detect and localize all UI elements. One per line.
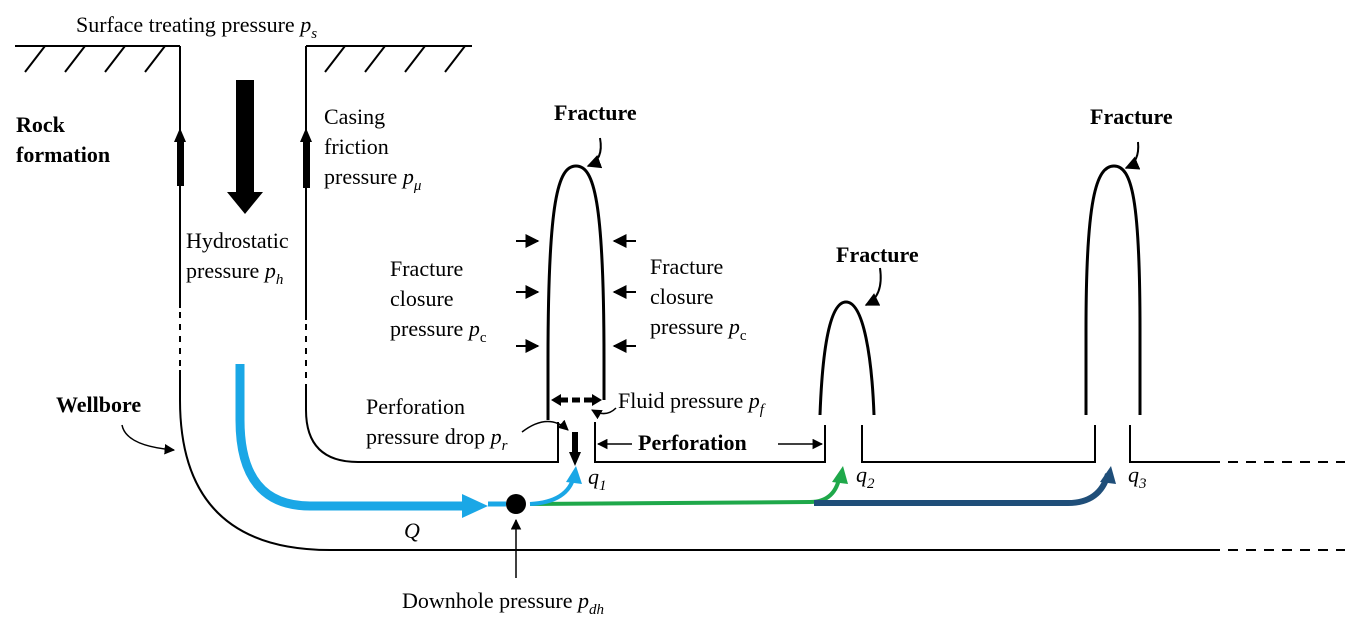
hydrostatic-label-line1: Hydrostatic (186, 228, 289, 253)
q3-arrowhead (1100, 466, 1116, 484)
perforation-label: Perforation (638, 430, 747, 455)
fracture-2-outline (818, 300, 876, 416)
closure-right-label-line3: pressure pc (650, 314, 747, 344)
wellbore-label: Wellbore (56, 392, 141, 417)
closure-left-label-line2: closure (390, 286, 454, 311)
q2-arrowhead (832, 466, 848, 484)
fracture-2-label: Fracture (836, 242, 919, 267)
fracture-1-label: Fracture (554, 100, 637, 125)
callout-pointers (121, 407, 824, 578)
perforation-drop-label-line2: pressure drop pr (366, 424, 508, 454)
closure-right-label-line2: closure (650, 284, 714, 309)
fluid-pressure-arrows (551, 394, 602, 406)
casing-friction-label-line2: friction (324, 134, 389, 159)
hydrostatic-label-line2: pressure ph (186, 258, 283, 288)
casing-friction-label-line3: pressure pμ (324, 164, 422, 194)
casing-friction-label-line1: Casing (324, 104, 385, 129)
downhole-node (506, 494, 526, 514)
rock-formation-label-line1: Rock (16, 112, 66, 137)
rock-formation-label-line2: formation (16, 142, 110, 167)
closure-right-label-line1: Fracture (650, 254, 723, 279)
total-flow-arrowhead (462, 494, 488, 518)
fluid-pressure-label: Fluid pressure pf (618, 388, 766, 418)
flow-arrowheads (566, 466, 1116, 484)
closure-left-label-line3: pressure pc (390, 316, 487, 346)
total-flow-path (235, 364, 462, 511)
ground-surface (15, 45, 472, 73)
closure-arrows (516, 234, 636, 353)
fracture-3-label: Fracture (1090, 104, 1173, 129)
pressure-arrows (174, 80, 581, 466)
downhole-pressure-label: Downhole pressure pdh (402, 588, 604, 618)
fracture-pointers (586, 137, 1141, 306)
closure-left-label-line1: Fracture (390, 256, 463, 281)
fracture-1-outline (546, 164, 606, 420)
q2-label: q2 (856, 462, 875, 492)
fractures (546, 164, 1142, 420)
perforation-drop-label-line1: Perforation (366, 394, 465, 419)
q1-label: q1 (588, 464, 607, 494)
total-flow-label: Q (404, 518, 420, 543)
fracture-3-outline (1084, 164, 1142, 415)
q3-label: q3 (1128, 462, 1147, 492)
surface-pressure-label: Surface treating pressure ps (76, 12, 317, 42)
q1-arrowhead (566, 466, 582, 484)
